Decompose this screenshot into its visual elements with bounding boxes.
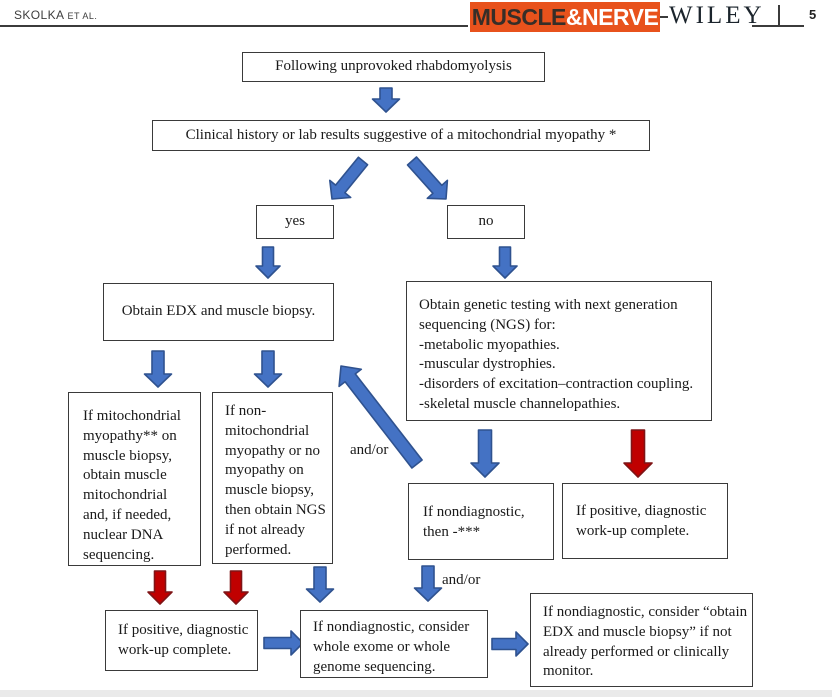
arrow-nonmito-to-wgs: [305, 566, 335, 603]
flow-box-clinical-history: Clinical history or lab results suggesti…: [152, 120, 650, 151]
flow-box-positive-complete-left: If positive, diagnostic work-up complete…: [105, 610, 258, 671]
arrow-nonmito-to-positive-left: [223, 570, 249, 605]
arrow-ngs-to-nondiag: [470, 429, 500, 478]
logo-dash: [660, 16, 668, 18]
arrow-no-to-ngs: [492, 246, 518, 279]
arrow-start-to-clinical: [371, 87, 401, 113]
flow-box-non-mitochondrial: If non-mitochondrial myopathy or no myop…: [212, 392, 333, 564]
flow-box-start: Following unprovoked rhabdomyolysis: [242, 52, 545, 82]
flow-box-edx-biopsy: Obtain EDX and muscle biopsy.: [103, 283, 334, 341]
arrow-clinical-to-yes: [328, 156, 369, 200]
arrow-positive-left-to-wgs: [263, 630, 304, 656]
flow-box-monitor: If nondiagnostic, consider “obtain EDX a…: [530, 593, 753, 687]
flow-box-yes: yes: [256, 205, 334, 239]
arrow-ngs-to-positive-right: [623, 429, 653, 478]
journal-logo: MUSCLE&NERVE: [470, 2, 660, 32]
authors-name: SKOLKA: [14, 8, 64, 22]
journal-name-muscle: MUSCLE: [471, 3, 567, 30]
arrow-mito-to-positive-left: [147, 570, 173, 605]
arrow-edx-to-mito: [143, 350, 173, 388]
flow-box-no: no: [447, 205, 525, 239]
publisher-wordmark: WILEY: [669, 2, 765, 29]
flow-box-genetic-testing-ngs: Obtain genetic testing with next generat…: [406, 281, 712, 421]
flow-box-whole-exome-genome: If nondiagnostic, consider whole exome o…: [300, 610, 488, 678]
page-header: SKOLKA ET AL. MUSCLE&NERVE WILEY 5: [0, 0, 832, 36]
page-number: 5: [809, 7, 817, 22]
flow-box-nondiagnostic-then: If nondiagnostic, then -***: [408, 483, 554, 560]
flow-box-positive-complete-right: If positive, diagnostic work-up complete…: [562, 483, 728, 559]
label-and-or-lower: and/or: [442, 572, 481, 588]
journal-name-nerve: &NERVE: [565, 3, 659, 30]
page-bottom-edge: [0, 690, 832, 697]
arrow-edx-to-nonmito: [253, 350, 283, 388]
arrow-yes-to-edx: [255, 246, 281, 279]
header-rule-right: [752, 25, 804, 27]
page-number-separator: [778, 5, 780, 26]
arrow-wgs-to-monitor: [491, 631, 529, 657]
running-head-authors: SKOLKA ET AL.: [14, 8, 97, 22]
arrow-nondiag-down: [413, 565, 443, 602]
header-rule-left: [0, 25, 468, 27]
flow-box-mitochondrial-myopathy: If mitochondrial myopathy** on muscle bi…: [68, 392, 201, 566]
label-and-or-upper: and/or: [350, 442, 389, 458]
authors-suffix: ET AL.: [67, 11, 98, 21]
arrow-clinical-to-no: [406, 156, 449, 200]
